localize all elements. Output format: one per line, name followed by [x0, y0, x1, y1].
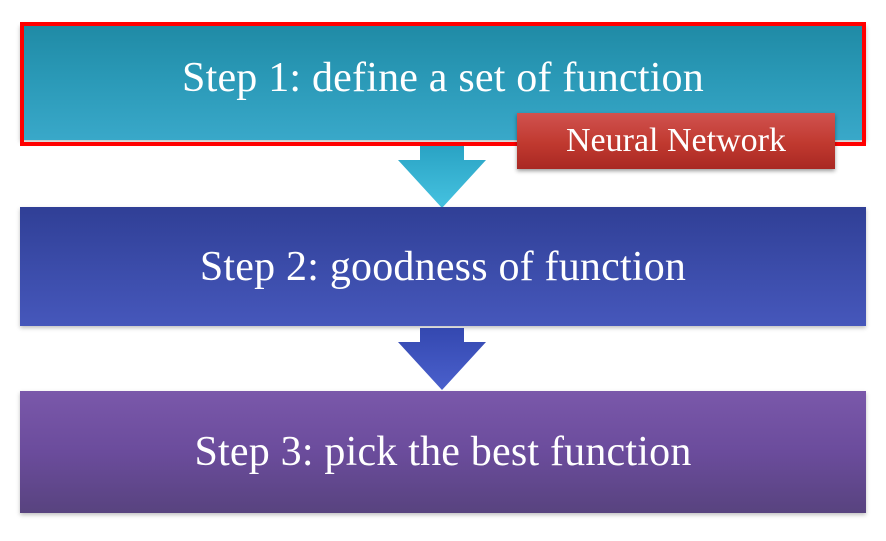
step-3-label: Step 3: pick the best function: [194, 429, 692, 475]
neural-network-badge: Neural Network: [517, 113, 835, 169]
step-1-label: Step 1: define a set of function: [182, 55, 704, 101]
step-2-box: Step 2: goodness of function: [20, 207, 866, 326]
step-1-box: Step 1: define a set of function: [20, 24, 866, 140]
neural-network-label: Neural Network: [566, 122, 786, 159]
down-arrow-2: [398, 328, 486, 390]
step-3-box: Step 3: pick the best function: [20, 391, 866, 513]
step-2-label: Step 2: goodness of function: [199, 243, 687, 290]
down-arrow-1: [398, 146, 486, 208]
